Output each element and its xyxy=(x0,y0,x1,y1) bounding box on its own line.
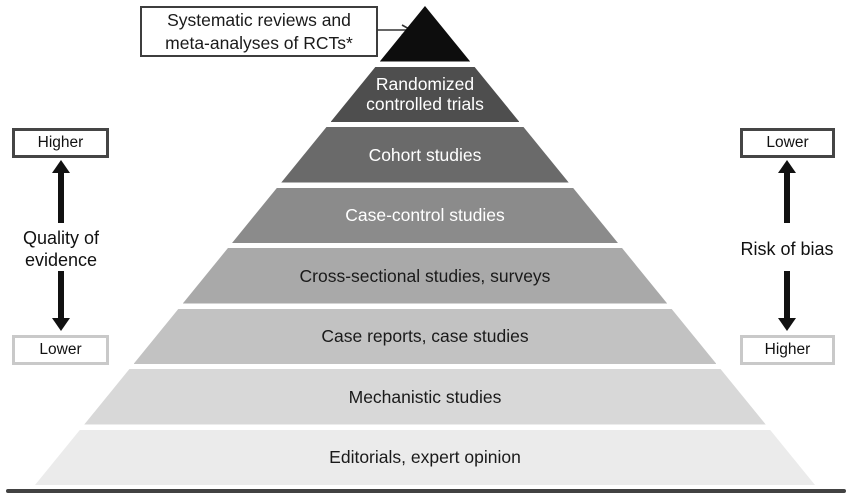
right-arrow-shaft-bottom xyxy=(784,271,790,318)
left-lower-box: Lower xyxy=(12,335,109,365)
pyramid-level-case-control-studies: Case-control studies xyxy=(232,187,618,243)
left-arrow-up-icon xyxy=(52,160,70,173)
left-arrow-shaft-bottom xyxy=(58,271,64,318)
pyramid-level-label: Cohort studies xyxy=(368,144,482,165)
risk-of-bias-label: Risk of bias xyxy=(727,238,847,260)
base-line xyxy=(6,489,846,493)
pyramid-level-label: Case-control studies xyxy=(345,205,505,226)
pyramid-level-randomized-controlled-trials: Randomized controlled trials xyxy=(330,66,520,122)
pyramid-level-case-reports-case-studies: Case reports, case studies xyxy=(133,308,717,364)
pyramid-level-cohort-studies: Cohort studies xyxy=(281,127,569,183)
pyramid-level-cross-sectional-studies-surveys: Cross-sectional studies, surveys xyxy=(182,248,668,304)
quality-of-evidence-line2: evidence xyxy=(24,250,98,270)
pyramid-level-label: Case reports, case studies xyxy=(321,326,529,347)
left-higher-label: Higher xyxy=(37,134,84,151)
pyramid-level-label: Mechanistic studies xyxy=(348,386,502,407)
pyramid-level-label: Cross-sectional studies, surveys xyxy=(299,265,551,286)
callout-text-line1: Systematic reviews and xyxy=(167,9,351,30)
left-higher-box: Higher xyxy=(12,128,109,158)
right-arrow-up-icon xyxy=(778,160,796,173)
right-lower-box: Lower xyxy=(740,128,835,158)
right-arrow-shaft-top xyxy=(784,173,790,223)
right-higher-label: Higher xyxy=(764,341,811,358)
pyramid-level-mechanistic-studies: Mechanistic studies xyxy=(84,369,766,425)
quality-of-evidence-label: Quality of evidence xyxy=(0,227,122,271)
risk-of-bias-text: Risk of bias xyxy=(740,239,834,259)
callout-box: Systematic reviews and meta-analyses of … xyxy=(140,6,378,57)
pyramid-level-editorials-expert-opinion: Editorials, expert opinion xyxy=(35,429,815,485)
right-arrow-down-icon xyxy=(778,318,796,331)
left-lower-label: Lower xyxy=(39,341,82,358)
quality-of-evidence-line1: Quality of xyxy=(22,228,100,248)
left-arrow-down-icon xyxy=(52,318,70,331)
pyramid-level-label: Editorials, expert opinion xyxy=(329,447,521,468)
callout-text-line2: meta-analyses of RCTs* xyxy=(165,32,353,53)
left-arrow-shaft-top xyxy=(58,173,64,223)
right-higher-box: Higher xyxy=(740,335,835,365)
right-lower-label: Lower xyxy=(766,134,809,151)
pyramid-level-label: Randomized controlled trials xyxy=(366,74,484,115)
